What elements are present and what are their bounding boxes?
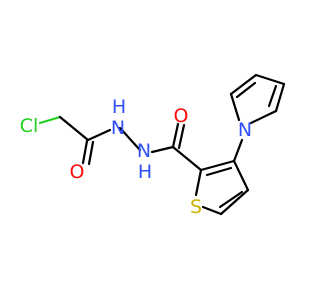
- bond-pyr-c4-c5: [229, 73, 258, 96]
- atom-nitrogen-pyrrole: N: [238, 119, 252, 141]
- bond-c3-npyrrole: [232, 138, 244, 163]
- atom-nitrogen-top: N: [111, 117, 125, 139]
- bond-thio-c2-c3-inner: [205, 166, 233, 177]
- atom-hydrogen-top: H: [112, 96, 126, 118]
- bond-thio-c4-c5-inner: [218, 190, 244, 209]
- atom-nitrogen-bottom: N: [137, 140, 151, 162]
- bond-co-left-a: [81, 139, 89, 165]
- molecule-diagram: Cl O N H N H O N S: [20, 73, 286, 218]
- bond-co-right-b: [177, 123, 186, 150]
- bond-thio-c2-c3: [199, 159, 236, 172]
- bond-thio-s-c2: [194, 168, 203, 197]
- bond-cl-ch2: [38, 115, 62, 125]
- bond-pyr-n-c2: [249, 109, 278, 125]
- atom-hydrogen-bottom: H: [138, 161, 152, 183]
- bond-n-n: [118, 126, 142, 152]
- bond-thio-c3-c4: [232, 159, 250, 192]
- bond-pyr-c4-c5-inner: [235, 81, 257, 99]
- atom-oxygen-left: O: [70, 161, 85, 183]
- bond-c-nh: [86, 128, 112, 142]
- atom-chlorine: Cl: [20, 115, 39, 137]
- bond-co-left-b: [87, 140, 95, 166]
- bond-nh-c: [150, 145, 175, 154]
- bond-co-right-a: [171, 122, 180, 149]
- bond-pyr-c3-c4: [254, 73, 286, 86]
- bond-cl-ch2-c: [58, 115, 90, 142]
- atom-oxygen-right: O: [174, 105, 189, 127]
- bond-c-thiophene: [171, 145, 203, 172]
- atom-sulfur: S: [190, 196, 202, 218]
- bond-thio-c5-s: [201, 205, 223, 216]
- bond-thio-c4-c5: [219, 188, 250, 216]
- bond-pyr-c2-c3-inner: [267, 84, 278, 108]
- bond-pyr-c5-n: [229, 92, 241, 122]
- bond-pyr-c2-c3: [274, 82, 286, 113]
